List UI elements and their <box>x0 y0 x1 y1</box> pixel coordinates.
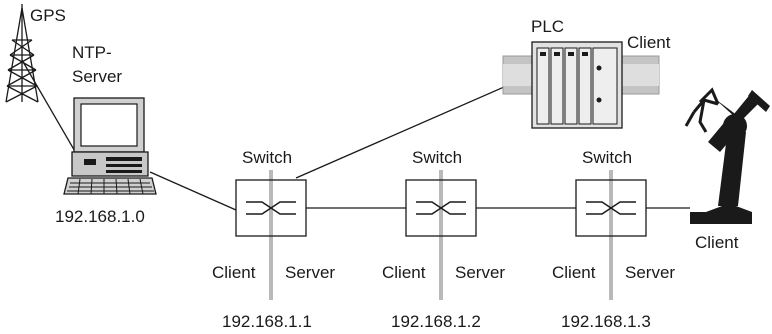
switch-3: Switch Client Server 192.168.1.3 <box>552 148 675 331</box>
switch1-to-plc-link <box>295 79 521 179</box>
switch-1-server-label: Server <box>285 263 335 282</box>
robot-arm-icon <box>684 87 770 224</box>
switch-2-ip: 192.168.1.2 <box>391 312 481 331</box>
plc-icon <box>502 41 660 129</box>
gps-to-pc-link <box>21 59 81 161</box>
switch-arrows-icon <box>416 201 466 215</box>
computer-icon <box>63 97 157 195</box>
switch-arrows-icon <box>586 201 636 215</box>
switch-2: Switch Client Server 192.168.1.2 <box>382 148 505 331</box>
switch-arrows-icon <box>246 201 296 215</box>
switch-1-ip: 192.168.1.1 <box>222 312 312 331</box>
ntp-server-label-line2: Server <box>72 67 122 86</box>
switch-2-server-label: Server <box>455 263 505 282</box>
connection-lines <box>21 59 690 211</box>
switch-1-client-label: Client <box>212 263 256 282</box>
ntp-server-ip: 192.168.1.0 <box>55 207 145 226</box>
gps-label: GPS <box>30 6 66 25</box>
switch-3-server-label: Server <box>625 263 675 282</box>
plc-client-label: Client <box>627 33 671 52</box>
switch-1: Switch Client Server 192.168.1.1 <box>212 148 335 331</box>
switch-2-client-label: Client <box>382 263 426 282</box>
plc-label: PLC <box>531 17 564 36</box>
switch-3-ip: 192.168.1.3 <box>561 312 651 331</box>
ntp-server-label-line1: NTP- <box>72 43 112 62</box>
switch-1-label: Switch <box>242 148 292 167</box>
switch-3-box <box>575 179 647 237</box>
switch-2-label: Switch <box>412 148 462 167</box>
robot-client-label: Client <box>695 233 739 252</box>
pc-to-switch1-link <box>149 171 237 211</box>
switch-3-client-label: Client <box>552 263 596 282</box>
switch-3-label: Switch <box>582 148 632 167</box>
switch-1-box <box>235 179 307 237</box>
gps-antenna-icon <box>5 4 39 103</box>
switch-2-box <box>405 179 477 237</box>
